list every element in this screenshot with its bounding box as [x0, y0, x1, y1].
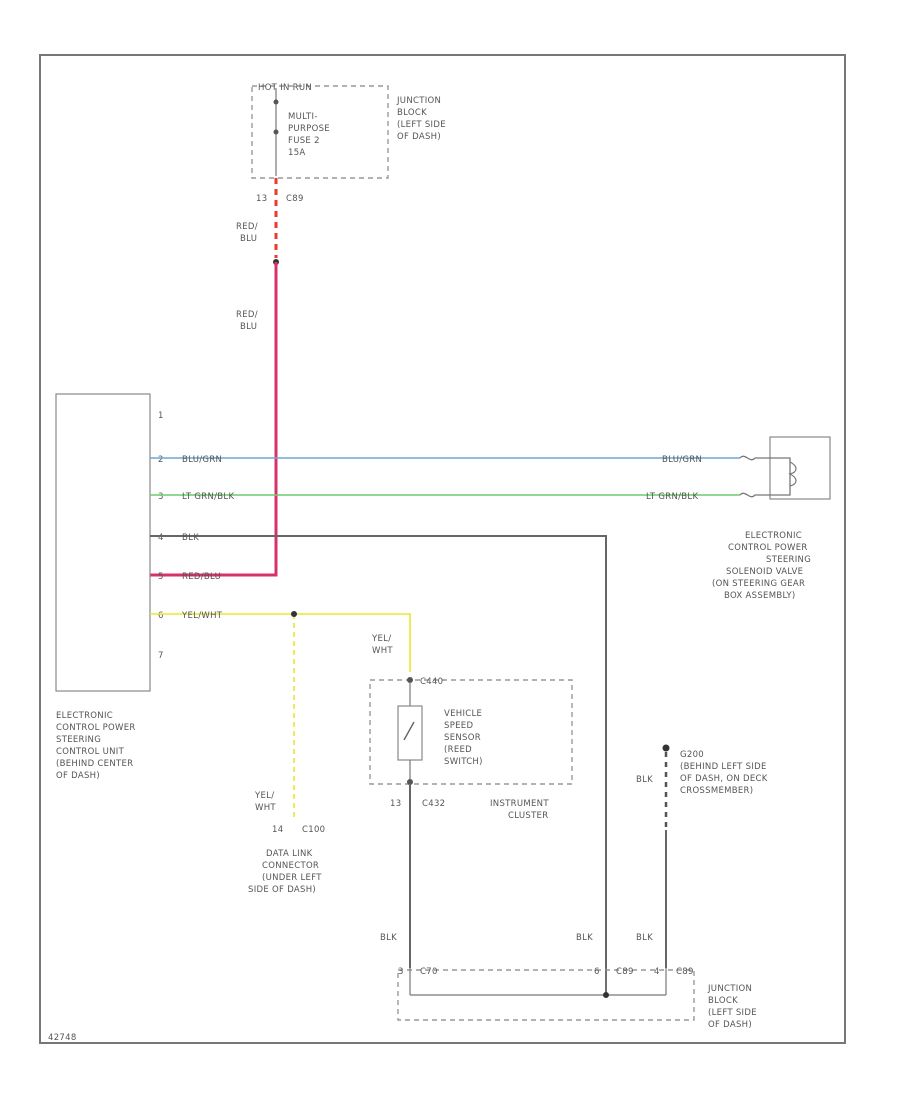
cluster-label-1: INSTRUMENT: [490, 799, 549, 809]
wire-label-red-blu-mid-2: BLU: [240, 322, 257, 332]
wire-label-blk-mid: BLK: [576, 933, 593, 943]
jb-pin-3: 4: [654, 967, 660, 977]
ground-label-3: CROSSMEMBER): [680, 786, 753, 796]
vss-label-2: SPEED: [444, 721, 473, 731]
solenoid-label-2: CONTROL POWER: [728, 543, 808, 553]
jb-pin-2: 6: [594, 967, 600, 977]
wire-label-lt-grn-blk-right: LT GRN/BLK: [646, 492, 698, 502]
cu-pin-3: 3: [158, 492, 164, 502]
solenoid-label-3: STEERING: [766, 555, 811, 565]
junction-block-top-label-4: OF DASH): [397, 132, 441, 142]
diagram-frame: [39, 54, 846, 1044]
vss-connector-top: C440: [420, 677, 443, 687]
cu-label-5: (BEHIND CENTER: [56, 759, 133, 769]
ground-g200: G200 (BEHIND LEFT SIDE OF DASH, ON DECK …: [636, 744, 768, 968]
cu-pin-7: 7: [158, 651, 164, 661]
cluster-label-2: CLUSTER: [508, 811, 548, 821]
fuse-header: HOT IN RUN: [258, 83, 312, 93]
wire-label-yel-wht-vss-1: YEL/: [371, 634, 391, 644]
cu-label-3: STEERING: [56, 735, 101, 745]
dlc-label-3: (UNDER LEFT: [262, 873, 322, 883]
wire-label-blu-grn-right: BLU/GRN: [662, 455, 702, 465]
vss-label-4: (REED: [444, 745, 472, 755]
cu-label-2: CONTROL POWER: [56, 723, 136, 733]
vss-label-1: VEHICLE: [444, 709, 482, 719]
data-link-connector: 14 C100 DATA LINK CONNECTOR (UNDER LEFT …: [248, 825, 325, 895]
cu-label-4: CONTROL UNIT: [56, 747, 125, 757]
fuse-junction-block: HOT IN RUN MULTI- PURPOSE FUSE 2 15A JUN…: [251, 83, 446, 204]
solenoid-label-6: BOX ASSEMBLY): [724, 591, 796, 601]
wire-label-yel-wht-dlc-2: WHT: [255, 803, 276, 813]
vehicle-speed-sensor: C440 VEHICLE SPEED SENSOR (REED SWITCH) …: [369, 677, 573, 821]
jb-label-1: JUNCTION: [707, 984, 752, 994]
control-unit: 1 2 3 4 5 6 7 ELECTRONIC CONTROL POWER S…: [55, 393, 164, 781]
jb-conn-1: C70: [420, 967, 438, 977]
wire-label-red-blu-mid-1: RED/: [236, 310, 258, 320]
wire-blk-main: BLK: [150, 533, 607, 993]
wire-label-blk-vss: BLK: [380, 933, 397, 943]
fuse-pin: 13: [256, 194, 267, 204]
ground-id: G200: [680, 750, 704, 760]
cu-pin-1: 1: [158, 411, 164, 421]
wire-label-red-blu-top-2: BLU: [240, 234, 257, 244]
junction-block-top-label-2: BLOCK: [397, 108, 427, 118]
dlc-pin: 14: [272, 825, 283, 835]
wire-label-lt-grn-blk-left: LT GRN/BLK: [182, 492, 234, 502]
fuse-line-1: MULTI-: [288, 112, 318, 122]
jb-label-2: BLOCK: [708, 996, 738, 1006]
wire-yel-wht: YEL/WHT YEL/ WHT YEL/ WHT: [150, 611, 411, 820]
wire-label-blk-left: BLK: [182, 533, 199, 543]
fuse-line-2: PURPOSE: [288, 124, 330, 134]
cu-pin-4: 4: [158, 533, 164, 543]
junction-block-bottom: 3 C70 6 C89 4 C89 JUNCTION BLOCK (LEFT S…: [397, 967, 757, 1030]
cu-label-1: ELECTRONIC: [56, 711, 113, 721]
wire-label-blk-ground: BLK: [636, 933, 653, 943]
wire-lt-grn-blk: LT GRN/BLK LT GRN/BLK: [150, 492, 740, 502]
dlc-connector: C100: [302, 825, 325, 835]
vss-connector-bottom: C432: [422, 799, 445, 809]
wire-label-red-blu-top-1: RED/: [236, 222, 258, 232]
wire-label-yel-wht-vss-2: WHT: [372, 646, 393, 656]
cu-pin-5: 5: [158, 572, 164, 582]
jb-pin-1: 3: [398, 967, 404, 977]
fuse-line-4: 15A: [288, 148, 306, 158]
wire-label-yel-wht-dlc-1: YEL/: [254, 791, 274, 801]
wire-blu-grn: BLU/GRN BLU/GRN: [150, 455, 740, 465]
wire-label-yel-wht-left: YEL/WHT: [181, 611, 223, 621]
wire-label-red-blu-left: RED/BLU: [182, 572, 221, 582]
figure-id: 42748: [48, 1033, 77, 1043]
dlc-label-2: CONNECTOR: [262, 861, 319, 871]
fuse-connector: C89: [286, 194, 304, 204]
vss-pin: 13: [390, 799, 401, 809]
cu-label-6: OF DASH): [56, 771, 100, 781]
solenoid-label-4: SOLENOID VALVE: [726, 567, 803, 577]
jb-conn-3: C89: [676, 967, 694, 977]
wire-blk-vss: BLK: [380, 784, 411, 968]
solenoid-valve: ELECTRONIC CONTROL POWER STEERING SOLENO…: [712, 436, 831, 601]
jb-label-3: (LEFT SIDE: [708, 1008, 757, 1018]
cu-pin-2: 2: [158, 455, 164, 465]
dlc-label-4: SIDE OF DASH): [248, 885, 316, 895]
junction-block-top-label-1: JUNCTION: [396, 96, 441, 106]
vss-label-3: SENSOR: [444, 733, 481, 743]
vss-label-5: SWITCH): [444, 757, 483, 767]
fuse-line-3: FUSE 2: [288, 136, 320, 146]
ground-label-1: (BEHIND LEFT SIDE: [680, 762, 767, 772]
junction-block-top-label-3: (LEFT SIDE: [397, 120, 446, 130]
ground-label-2: OF DASH, ON DECK: [680, 774, 768, 784]
wire-label-blk-ground-upper: BLK: [636, 775, 653, 785]
cu-pin-6: 6: [158, 611, 164, 621]
dlc-label-1: DATA LINK: [266, 849, 313, 859]
solenoid-label-5: (ON STEERING GEAR: [712, 579, 805, 589]
wire-label-blu-grn-left: BLU/GRN: [182, 455, 222, 465]
jb-conn-2: C89: [616, 967, 634, 977]
jb-label-4: OF DASH): [708, 1020, 752, 1030]
solenoid-label-1: ELECTRONIC: [745, 531, 802, 541]
wire-red-blu: RED/ BLU RED/ BLU RED/BLU: [150, 178, 279, 582]
